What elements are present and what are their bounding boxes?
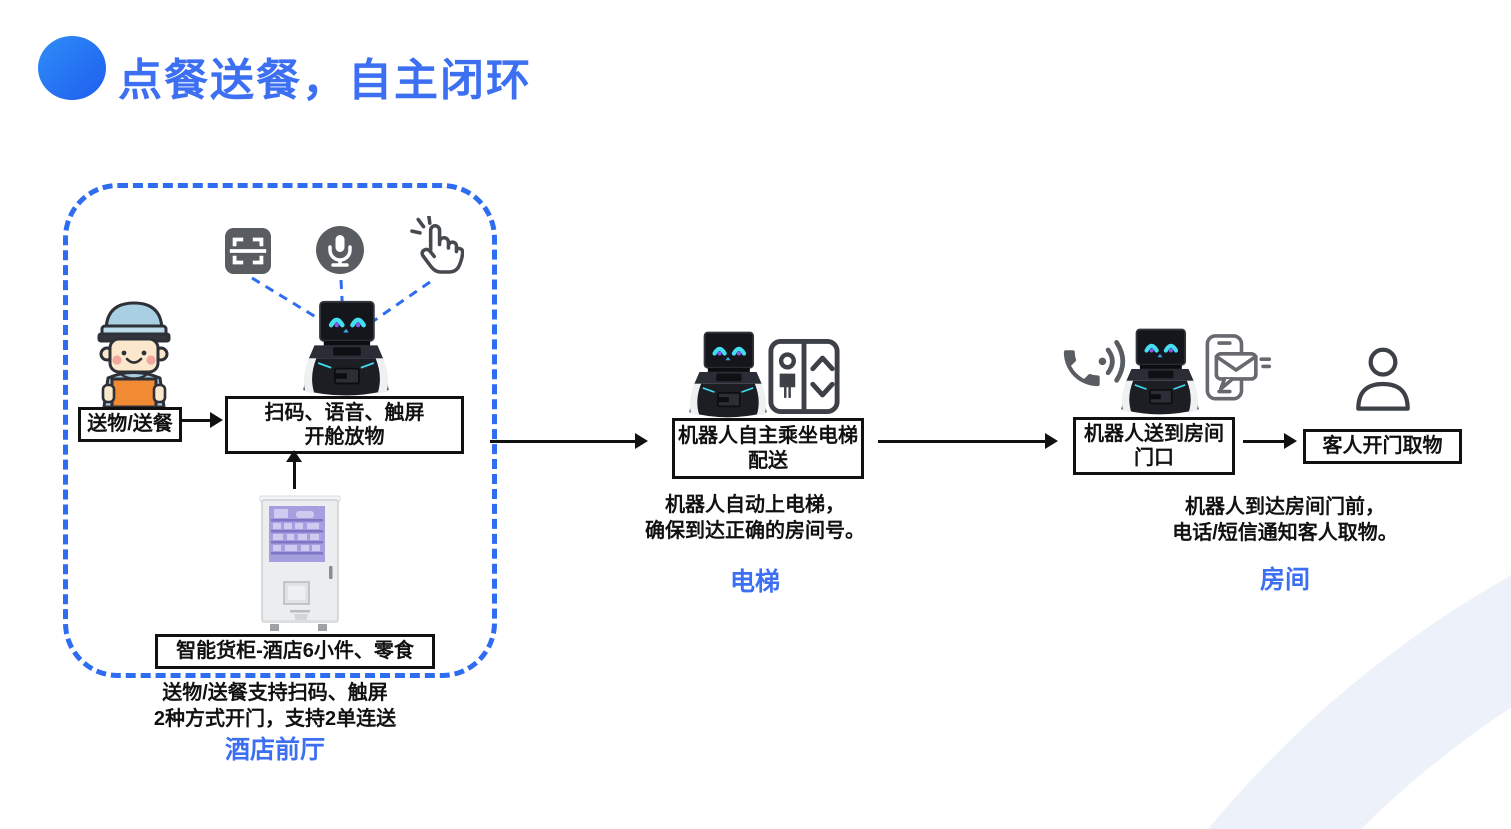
arrow-cabinet-to-action: [286, 450, 302, 489]
lobby-dashed-frame: [63, 183, 497, 678]
elevator-action-box: 机器人自主乘坐电梯 配送: [672, 418, 864, 479]
lobby-action-box: 扫码、语音、触屏 开舱放物: [225, 396, 464, 454]
arrow-elevator-to-room: [878, 433, 1058, 449]
delivery-worker-illustration: [97, 301, 171, 409]
worker-label-box: 送物/送餐: [78, 407, 182, 442]
touch-tap-icon: [410, 216, 464, 274]
page-title: 点餐送餐，自主闭环: [118, 56, 532, 105]
sms-notification-icon: [1205, 334, 1272, 401]
delivery-robot-room: [1118, 326, 1202, 422]
elevator-location-label: 电梯: [729, 568, 780, 596]
delivery-robot-lobby: [298, 300, 394, 402]
guest-person-icon: [1356, 347, 1410, 411]
phone-call-icon: [1063, 340, 1126, 387]
scan-qr-icon: [225, 228, 271, 274]
room-action-box: 机器人送到房间 门口: [1073, 417, 1235, 475]
smart-cabinet-image: [259, 495, 341, 631]
cabinet-label-box: 智能货柜-酒店6小件、零食: [155, 634, 435, 669]
arrow-worker-to-action: [181, 412, 223, 428]
elevator-caption: 机器人自动上电梯， 确保到达正确的房间号。: [645, 494, 865, 543]
delivery-robot-elevator: [686, 330, 770, 424]
arrow-lobby-to-elevator: [490, 433, 648, 449]
lobby-location-label: 酒店前厅: [224, 736, 325, 764]
lobby-caption: 送物/送餐支持扫码、触屏 2种方式开门，支持2单连送: [153, 682, 397, 731]
elevator-icon: [768, 339, 840, 414]
voice-mic-icon: [316, 226, 364, 274]
room-caption: 机器人到达房间门前， 电话/短信通知客人取物。: [1172, 496, 1398, 545]
guest-action-box: 客人开门取物: [1303, 429, 1462, 464]
room-location-label: 房间: [1259, 566, 1310, 594]
title-bullet-circle: [38, 36, 106, 100]
arrow-room-to-guest: [1243, 433, 1297, 449]
